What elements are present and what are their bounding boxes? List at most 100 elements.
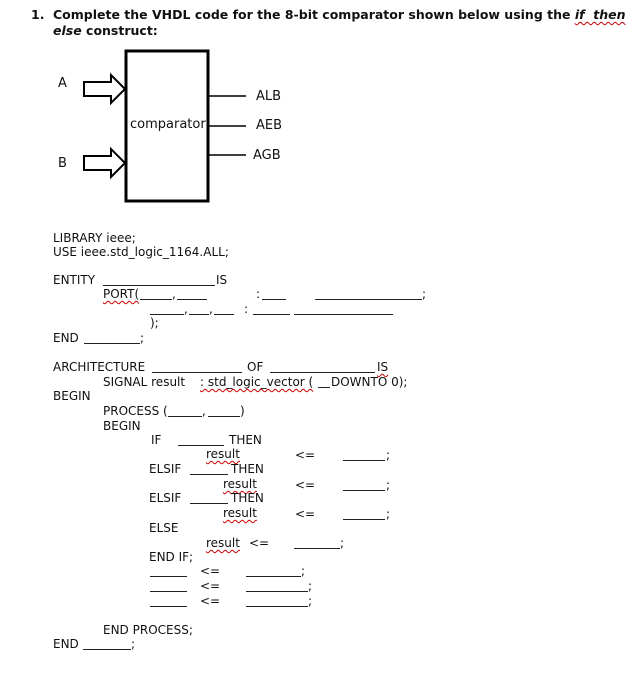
- else-assign: <=: [249, 536, 270, 550]
- sens-comma: ,: [202, 404, 206, 418]
- arch-begin: BEGIN: [53, 389, 91, 403]
- blank-if-value[interactable]: [343, 460, 385, 461]
- blank-port-4[interactable]: [189, 314, 209, 315]
- blank-arch-name[interactable]: [152, 372, 242, 373]
- assign-2-semi: ;: [308, 579, 313, 593]
- blank-elsif-1-cond[interactable]: [190, 474, 228, 475]
- entity-end-semi: ;: [140, 331, 145, 345]
- port-close: );: [150, 316, 159, 330]
- blank-arch-end[interactable]: [83, 649, 131, 650]
- else-semi: ;: [340, 536, 345, 550]
- else-result: result: [206, 536, 240, 550]
- elsif-2-semi: ;: [386, 507, 391, 521]
- arch-end: END: [53, 637, 79, 651]
- port-colon-2: :: [244, 302, 249, 316]
- blank-else-value[interactable]: [294, 548, 340, 549]
- entity-keyword: ENTITY: [53, 273, 96, 287]
- question-text: Complete the VHDL code for the 8-bit com…: [53, 7, 575, 22]
- architecture-is: IS: [377, 360, 389, 374]
- blank-arch-entity[interactable]: [270, 372, 375, 373]
- output-label-agb: AGB: [253, 148, 281, 163]
- entity-is: IS: [216, 273, 228, 287]
- port-comma-3: ,: [209, 302, 213, 316]
- blank-port-mode-1[interactable]: [262, 299, 286, 300]
- blank-assign-1-value[interactable]: [246, 576, 301, 577]
- blank-assign-2-value[interactable]: [246, 591, 308, 592]
- question-if-then: if then: [574, 7, 626, 22]
- blank-port-2[interactable]: [177, 299, 207, 300]
- input-arrow-a: [83, 72, 127, 106]
- end-if: END IF;: [149, 550, 194, 564]
- else-keyword: ELSE: [149, 521, 179, 535]
- process-begin: BEGIN: [103, 419, 141, 433]
- blank-elsif-2-cond[interactable]: [190, 503, 228, 504]
- end-process: END PROCESS;: [103, 623, 193, 637]
- process-keyword: PROCESS (: [103, 404, 168, 418]
- assign-1-semi: ;: [301, 564, 306, 578]
- blank-assign-1-target[interactable]: [150, 576, 187, 577]
- blank-entity-name[interactable]: [103, 285, 215, 286]
- input-label-b: B: [58, 156, 67, 171]
- port-keyword: PORT(: [103, 287, 140, 301]
- entity-end: END: [53, 331, 79, 345]
- blank-elsif-1-value[interactable]: [343, 490, 385, 491]
- blank-sens-1[interactable]: [168, 416, 202, 417]
- elsif-2-keyword: ELSIF: [149, 491, 182, 505]
- elsif-1-keyword: ELSIF: [149, 462, 182, 476]
- blank-if-cond[interactable]: [178, 445, 224, 446]
- elsif-2-then: THEN: [231, 491, 264, 505]
- port-semi-1: ;: [422, 287, 427, 301]
- blank-assign-2-target[interactable]: [150, 591, 187, 592]
- architecture-keyword: ARCHITECTURE: [53, 360, 146, 374]
- architecture-of: OF: [247, 360, 264, 374]
- blank-sens-2[interactable]: [208, 416, 240, 417]
- use-line: USE ieee.std_logic_1164.ALL;: [53, 245, 229, 259]
- blank-assign-3-target[interactable]: [150, 606, 187, 607]
- blank-elsif-2-value[interactable]: [343, 519, 385, 520]
- question-else: else: [53, 23, 82, 38]
- assign-3-semi: ;: [308, 594, 313, 608]
- assign-3-op: <=: [200, 594, 221, 608]
- if-semi: ;: [386, 448, 391, 462]
- blank-port-type-2[interactable]: [294, 314, 393, 315]
- assign-2-op: <=: [200, 579, 221, 593]
- port-colon-1: :: [256, 287, 261, 301]
- elsif-1-semi: ;: [386, 478, 391, 492]
- question-line-2: else construct:: [53, 24, 158, 38]
- blank-port-mode-2[interactable]: [253, 314, 290, 315]
- question-text-2: construct:: [81, 23, 158, 38]
- signal-downto: DOWNTO 0);: [331, 375, 408, 389]
- question-line-1: Complete the VHDL code for the 8-bit com…: [53, 8, 626, 22]
- blank-assign-3-value[interactable]: [246, 606, 308, 607]
- port-comma-2: ,: [184, 302, 188, 316]
- if-assign: <=: [295, 448, 316, 462]
- elsif-2-result: result: [223, 506, 257, 520]
- if-then: THEN: [229, 433, 262, 447]
- elsif-1-assign: <=: [295, 478, 316, 492]
- process-close: ): [240, 404, 245, 418]
- signal-decl: SIGNAL result: [103, 375, 186, 389]
- elsif-1-result: result: [223, 477, 257, 491]
- signal-type: : std_logic_vector (: [200, 375, 314, 389]
- blank-port-5[interactable]: [214, 314, 234, 315]
- if-result: result: [206, 447, 240, 461]
- input-label-a: A: [58, 76, 67, 91]
- library-line: LIBRARY ieee;: [53, 231, 136, 245]
- if-keyword: IF: [151, 433, 162, 447]
- arch-end-semi: ;: [131, 637, 136, 651]
- blank-entity-end[interactable]: [84, 343, 140, 344]
- input-arrow-b: [83, 146, 127, 180]
- blank-port-type-1[interactable]: [315, 299, 422, 300]
- elsif-2-assign: <=: [295, 507, 316, 521]
- question-number: 1.: [31, 7, 45, 22]
- port-comma-1: ,: [172, 287, 176, 301]
- output-label-aeb: AEB: [256, 118, 283, 133]
- assign-1-op: <=: [200, 564, 221, 578]
- blank-port-3[interactable]: [150, 314, 184, 315]
- output-label-alb: ALB: [256, 89, 282, 104]
- block-label: comparator: [130, 117, 206, 132]
- blank-port-1[interactable]: [140, 299, 172, 300]
- elsif-1-then: THEN: [231, 462, 264, 476]
- blank-vector-size[interactable]: [318, 387, 330, 388]
